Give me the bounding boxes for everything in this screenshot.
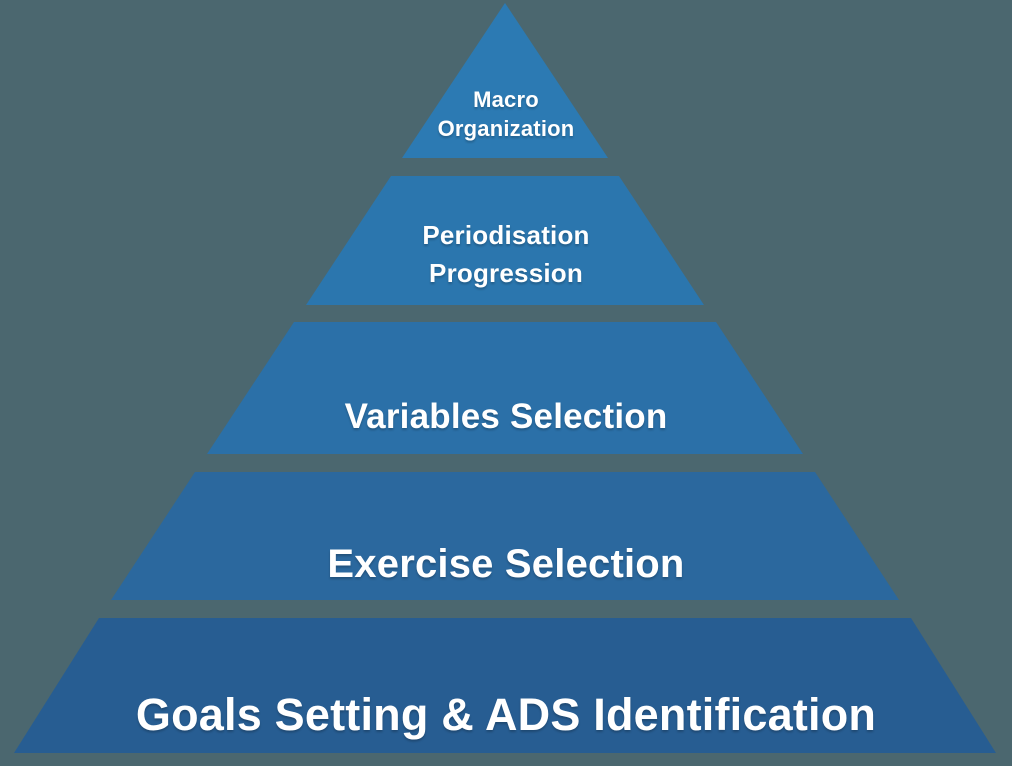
pyramid-level-goals-setting-ads-identification: Goals Setting & ADS Identification [14, 618, 996, 753]
pyramid-level-periodisation-progression: Periodisation Progression [306, 176, 704, 305]
pyramid-level-variables-selection: Variables Selection [207, 322, 803, 454]
label-line: Periodisation [422, 220, 590, 250]
label-line: Progression [429, 258, 583, 288]
pyramid-level-label: Periodisation Progression [422, 216, 589, 305]
label-line: Exercise Selection [327, 542, 685, 586]
pyramid-level-label: Goals Setting & ADS Identification [136, 689, 876, 753]
label-line: Goals Setting & ADS Identification [135, 689, 877, 740]
pyramid-level-label: Variables Selection [345, 397, 668, 454]
label-line: Variables Selection [344, 397, 668, 436]
label-line: Organization [437, 116, 575, 141]
pyramid-level-exercise-selection: Exercise Selection [111, 472, 899, 600]
label-line: Macro [473, 87, 539, 112]
pyramid-level-label: Macro Organization [438, 85, 575, 158]
pyramid-level-label: Exercise Selection [327, 541, 684, 600]
pyramid-level-macro-organization: Macro Organization [402, 3, 608, 158]
